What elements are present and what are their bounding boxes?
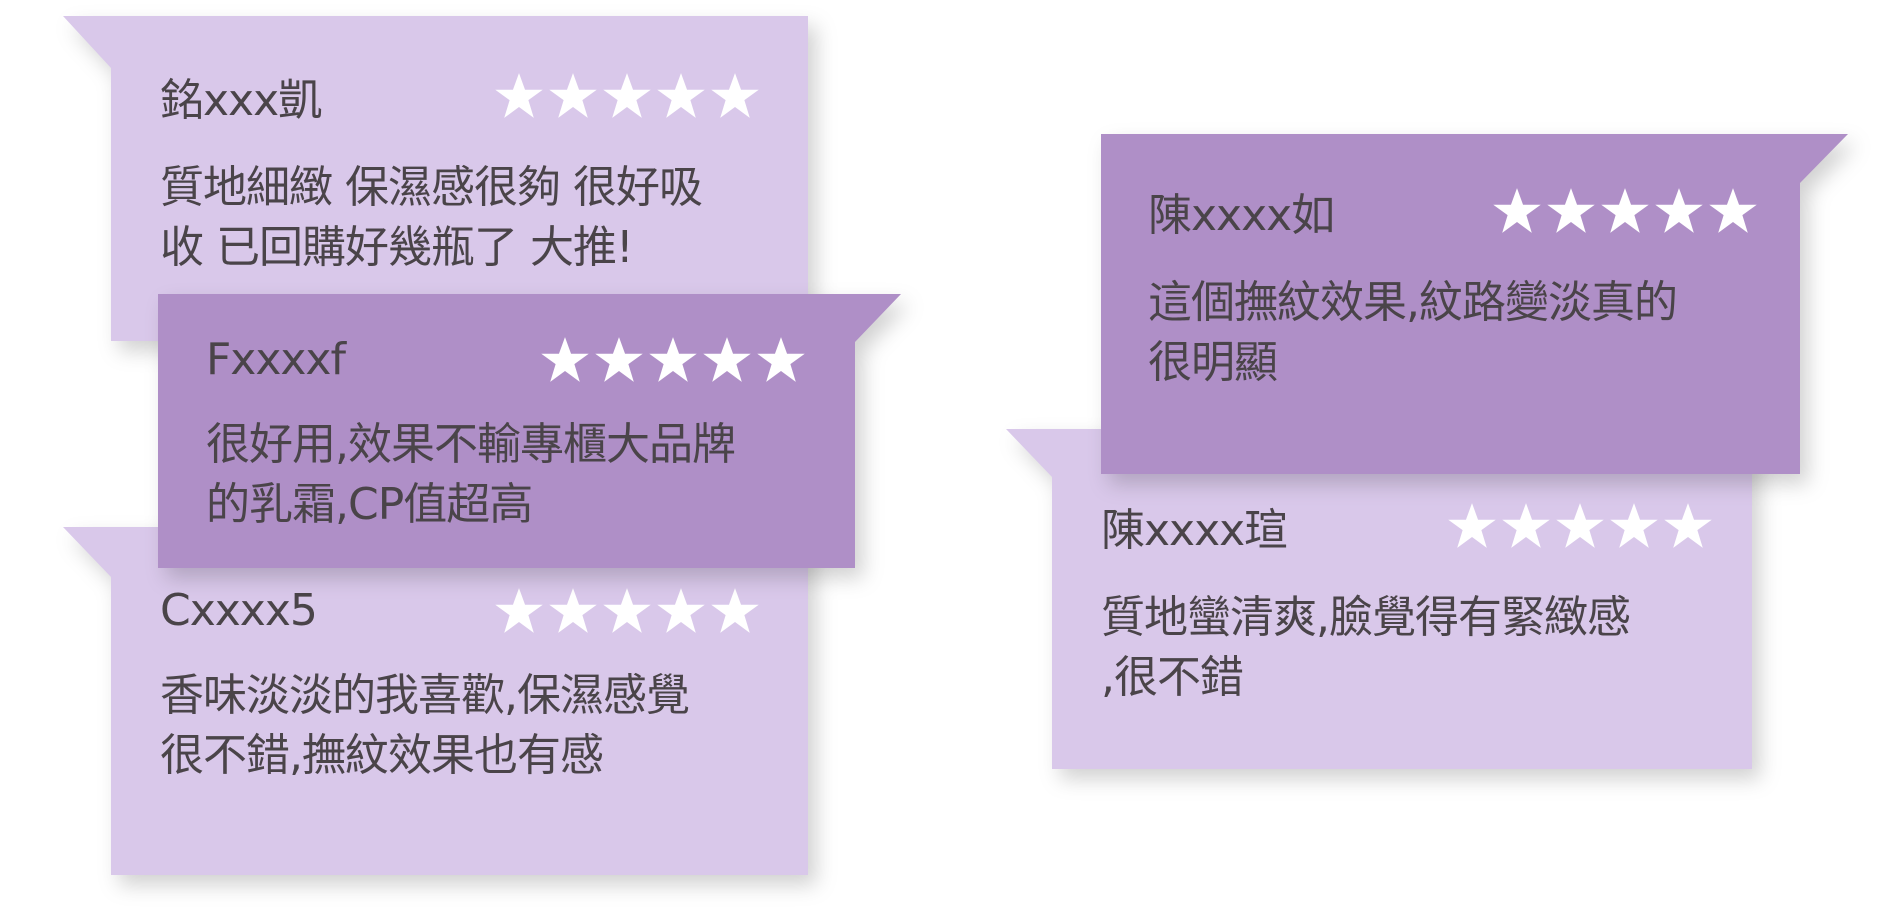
review-text: 質地蠻清爽,臉覺得有緊緻感 ,很不錯 (1101, 588, 1713, 708)
review-card: Fxxxxf 很好用,效果不輸專櫃大品牌 的乳霜,CP值超高 (158, 294, 901, 568)
star-icon (548, 71, 598, 121)
reviewer-name: 陳xxxx如 (1148, 190, 1335, 241)
review-card: 陳xxxx瑄 質地蠻清爽,臉覺得有緊緻感 ,很不錯 (1006, 429, 1752, 769)
star-icon (1546, 186, 1596, 236)
review-card: 陳xxxx如 這個撫紋效果,紋路變淡真的 很明顯 (1101, 134, 1848, 474)
review-text-line: 香味淡淡的我喜歡,保濕感覺 (160, 670, 690, 721)
reviewer-name: 銘xxx凱 (160, 75, 322, 126)
reviewer-name: 陳xxxx瑄 (1101, 505, 1288, 556)
star-icon (702, 335, 752, 385)
star-icon (1555, 501, 1605, 551)
star-icon (548, 586, 598, 636)
review-text-line: 質地細緻 保濕感很夠 很好吸 (160, 162, 703, 213)
star-icon (594, 335, 644, 385)
star-rating (540, 335, 806, 385)
star-rating (494, 586, 760, 636)
star-icon (1501, 501, 1551, 551)
review-text-line: 質地蠻清爽,臉覺得有緊緻感 (1101, 592, 1631, 643)
review-card: Cxxxx5 香味淡淡的我喜歡,保濕感覺 很不錯,撫紋效果也有感 (63, 527, 808, 875)
review-text: 這個撫紋效果,紋路變淡真的 很明顯 (1148, 273, 1758, 393)
star-icon (710, 71, 760, 121)
star-icon (756, 335, 806, 385)
review-text-line: 收 已回購好幾瓶了 大推! (160, 222, 634, 273)
review-text-line: ,很不錯 (1101, 652, 1244, 703)
review-text: 很好用,效果不輸專櫃大品牌 的乳霜,CP值超高 (206, 415, 806, 535)
review-text: 香味淡淡的我喜歡,保濕感覺 很不錯,撫紋效果也有感 (160, 666, 760, 786)
review-card: 銘xxx凱 質地細緻 保濕感很夠 很好吸 收 已回購好幾瓶了 大推! (63, 16, 808, 341)
review-text-line: 這個撫紋效果,紋路變淡真的 (1148, 277, 1678, 328)
star-icon (710, 586, 760, 636)
star-icon (1600, 186, 1650, 236)
star-icon (602, 71, 652, 121)
star-icon (1609, 501, 1659, 551)
star-icon (656, 586, 706, 636)
star-icon (1654, 186, 1704, 236)
star-icon (602, 586, 652, 636)
review-text: 質地細緻 保濕感很夠 很好吸 收 已回購好幾瓶了 大推! (160, 158, 760, 278)
review-text-line: 很明顯 (1148, 337, 1278, 388)
star-icon (494, 586, 544, 636)
star-icon (648, 335, 698, 385)
star-rating (494, 71, 760, 121)
star-rating (1492, 186, 1758, 236)
review-text-line: 很好用,效果不輸專櫃大品牌 (206, 419, 736, 470)
star-icon (1492, 186, 1542, 236)
star-icon (494, 71, 544, 121)
star-icon (1663, 501, 1713, 551)
review-text-line: 很不錯,撫紋效果也有感 (160, 730, 604, 781)
star-icon (656, 71, 706, 121)
star-icon (540, 335, 590, 385)
star-icon (1447, 501, 1497, 551)
star-icon (1708, 186, 1758, 236)
reviewer-name: Cxxxx5 (160, 585, 318, 636)
review-text-line: 的乳霜,CP值超高 (206, 479, 533, 530)
reviewer-name: Fxxxxf (206, 334, 346, 385)
star-rating (1447, 501, 1713, 551)
